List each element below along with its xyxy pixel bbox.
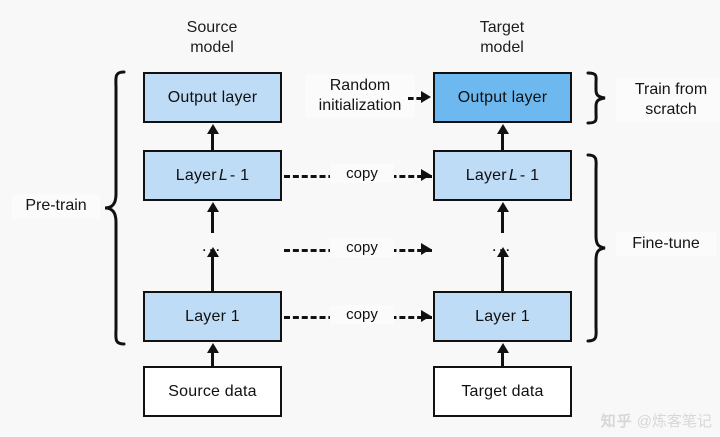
target-layer-1-box: Layer 1 <box>433 291 572 342</box>
target-layer-l-minus-1-box: Layer L - 1 <box>433 150 572 201</box>
watermark-handle: @炼客笔记 <box>636 413 712 430</box>
train-from-scratch-line2: scratch <box>645 101 697 118</box>
copy-bottom-arrowhead <box>421 310 431 322</box>
source-layer-1-label: Layer 1 <box>185 307 240 325</box>
source-layer-l-minus-1-box: Layer L - 1 <box>143 150 282 201</box>
target-arrow-to-layer-l-minus-1 <box>501 211 504 233</box>
target-arrow-to-output <box>501 133 504 150</box>
target-data-box: Target data <box>433 366 572 417</box>
source-layer-1-box: Layer 1 <box>143 291 282 342</box>
random-initialization-dashed-line <box>408 97 422 100</box>
target-model-heading-line2: model <box>480 39 524 56</box>
copy-middle-arrowhead <box>421 243 431 255</box>
train-from-scratch-brace <box>586 71 606 125</box>
target-output-layer-box: Output layer <box>433 72 572 123</box>
copy-top-label: copy <box>330 164 394 183</box>
source-layer-l-minus-1-prefix: Layer <box>175 166 217 184</box>
fine-tune-label: Fine-tune <box>616 232 716 256</box>
target-layer-l-minus-1-suffix: - 1 <box>519 166 540 184</box>
source-data-box: Source data <box>143 366 282 417</box>
copy-top-arrowhead <box>421 169 431 181</box>
random-initialization-arrowhead <box>421 91 431 103</box>
source-model-heading-line2: model <box>190 39 234 56</box>
target-arrow-to-ellipsis <box>501 256 504 291</box>
source-layer-l-minus-1-italic: L <box>218 166 228 184</box>
zhihu-logo: 知乎 <box>600 413 633 430</box>
source-arrow-to-layer-1 <box>211 352 214 366</box>
source-arrow-to-ellipsis <box>211 256 214 291</box>
target-layer-l-minus-1-italic: L <box>508 166 518 184</box>
target-output-layer-label: Output layer <box>457 88 548 106</box>
source-output-layer-label: Output layer <box>167 88 258 106</box>
pre-train-brace <box>104 70 126 346</box>
train-from-scratch-line1: Train from <box>634 81 708 98</box>
train-from-scratch-label: Train from scratch <box>616 78 720 122</box>
fine-tune-brace <box>586 153 606 343</box>
source-arrow-to-output <box>211 133 214 150</box>
random-initialization-label: Random initialization <box>305 74 415 118</box>
watermark: 知乎 @炼客笔记 <box>601 410 712 431</box>
target-model-heading-line1: Target <box>479 19 525 36</box>
source-data-label: Source data <box>168 382 257 400</box>
random-initialization-line2: initialization <box>318 97 402 114</box>
copy-middle-label: copy <box>330 238 394 257</box>
target-layer-l-minus-1-prefix: Layer <box>465 166 507 184</box>
target-arrow-to-layer-1 <box>501 352 504 366</box>
source-model-heading: Source model <box>132 18 292 58</box>
random-initialization-line1: Random <box>329 77 391 94</box>
target-model-heading: Target model <box>422 18 582 58</box>
source-arrow-to-layer-l-minus-1 <box>211 211 214 233</box>
source-layer-l-minus-1-suffix: - 1 <box>229 166 250 184</box>
source-model-heading-line1: Source <box>186 19 238 36</box>
source-output-layer-box: Output layer <box>143 72 282 123</box>
copy-bottom-label: copy <box>330 305 394 324</box>
target-data-label: Target data <box>461 382 544 400</box>
pre-train-label: Pre-train <box>12 194 100 218</box>
target-layer-1-label: Layer 1 <box>475 307 530 325</box>
